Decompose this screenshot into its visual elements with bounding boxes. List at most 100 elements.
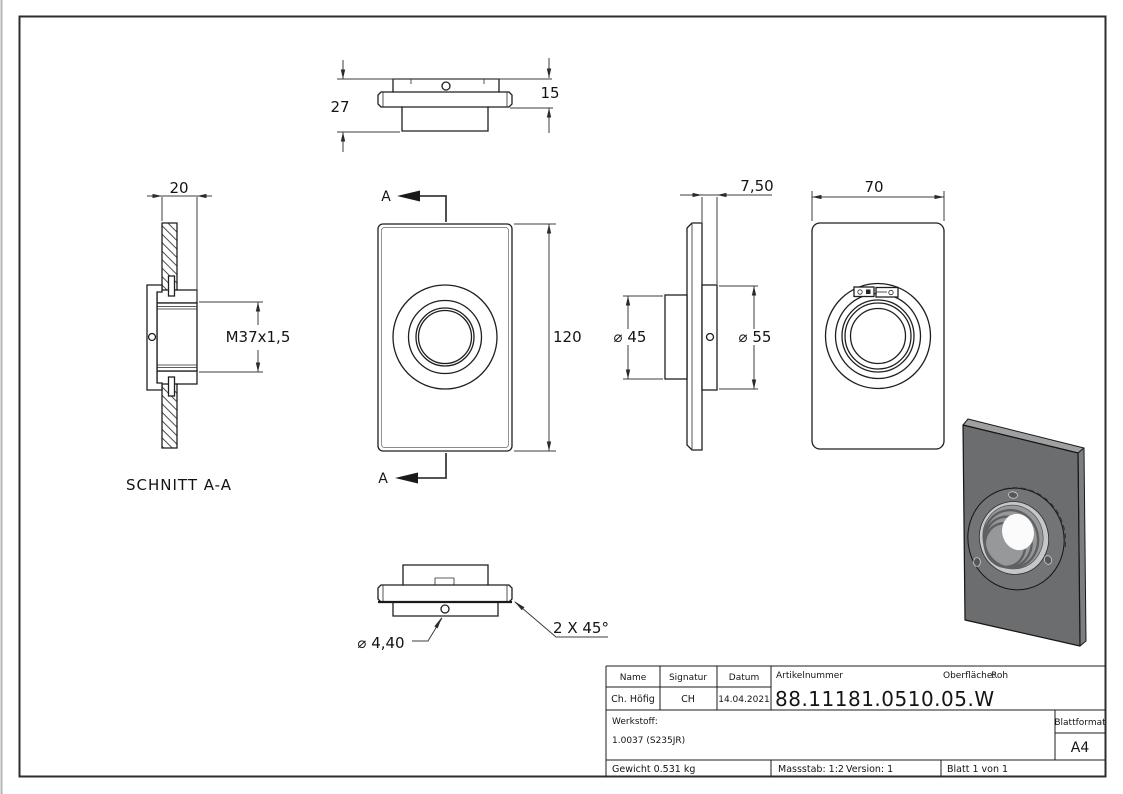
back-thread-minor-circle bbox=[844, 302, 912, 370]
tb-sheet: Blatt 1 von 1 bbox=[947, 764, 1008, 775]
boss-large-55 bbox=[701, 284, 718, 391]
iso-through-hole bbox=[1001, 513, 1035, 551]
back-view: 70 bbox=[811, 178, 945, 450]
tb-article-label: Artikelnummer bbox=[776, 671, 843, 681]
side-plate bbox=[686, 222, 703, 451]
bottom-view: ⌀ 4,40 2 X 45° bbox=[357, 564, 609, 652]
tb-material-label: Werkstoff: bbox=[612, 717, 658, 727]
section-view: 20 M37x1,5 SCHNITT A-A bbox=[126, 179, 290, 494]
iso-setscrew-hole-top bbox=[1008, 491, 1018, 499]
front-plate bbox=[377, 223, 513, 452]
iso-hidden-boss-arc bbox=[1003, 487, 1067, 550]
bottom-view-relief bbox=[434, 577, 455, 585]
clamp-screw bbox=[866, 289, 871, 294]
tb-surface-label: Oberfläche: bbox=[943, 671, 995, 681]
thread-bush-body bbox=[156, 302, 198, 372]
top-view-flange-chamfer-lines bbox=[382, 92, 508, 107]
clamp-detail bbox=[853, 286, 899, 298]
tb-format-value: A4 bbox=[1071, 740, 1090, 756]
side-view: 7,50 ⌀ 45 ⌀ 55 bbox=[614, 177, 774, 451]
thread-designation: M37x1,5 bbox=[226, 328, 291, 346]
tb-date-value: 14.04.2021 bbox=[718, 695, 770, 705]
clamp-bottom bbox=[156, 370, 198, 385]
bore-circle bbox=[417, 309, 473, 365]
tb-weight: Gewicht 0.531 kg bbox=[612, 764, 695, 775]
dim-plate-width: 70 bbox=[864, 178, 883, 196]
cover-plate bbox=[146, 284, 163, 391]
thread-major-circle bbox=[415, 307, 475, 367]
title-block-border bbox=[605, 665, 1105, 777]
dim-120-group: 120 bbox=[514, 223, 582, 452]
tb-date-label: Datum bbox=[729, 673, 759, 683]
dim-upper-height: 15 bbox=[540, 84, 559, 102]
dim-hole-diameter: ⌀ 4,40 bbox=[357, 634, 404, 652]
dim-total-height: 27 bbox=[330, 98, 349, 116]
top-view: 27 15 bbox=[330, 58, 560, 152]
dim-d55-group: ⌀ 55 bbox=[719, 285, 772, 390]
front-view: A A 120 bbox=[377, 189, 582, 487]
bottom-view-flange-chamfer-lines bbox=[382, 585, 508, 602]
dim-thread-group: M37x1,5 bbox=[199, 301, 291, 373]
dim-d45-group: ⌀ 45 bbox=[614, 295, 663, 380]
title-block: Name Signatur Datum Ch. Höfig CH 14.04.2… bbox=[605, 665, 1106, 777]
dim-plate-height: 120 bbox=[553, 328, 582, 346]
top-view-flange bbox=[377, 91, 513, 108]
cut-arrow-bottom: A bbox=[378, 453, 447, 487]
side-set-screw-hole bbox=[705, 332, 715, 342]
drawing-frame bbox=[18, 15, 1107, 778]
dim-diameter-55: ⌀ 55 bbox=[739, 328, 772, 346]
wall-top-outline bbox=[161, 222, 178, 291]
cut-arrow-top: A bbox=[381, 189, 447, 222]
iso-setscrew-hole-right bbox=[1043, 555, 1053, 565]
top-view-hole bbox=[441, 81, 451, 91]
bottom-view-flange bbox=[377, 584, 513, 603]
clamp-top bbox=[156, 289, 198, 304]
back-bore-circle bbox=[849, 307, 907, 365]
tb-material-value: 1.0037 (S235JR) bbox=[612, 736, 685, 746]
tb-name-label: Name bbox=[620, 673, 647, 683]
dim-chamfer-group: 2 X 45° bbox=[514, 601, 609, 638]
tb-scale: Massstab: 1:2 bbox=[778, 764, 844, 775]
back-thread-major-circle bbox=[841, 299, 915, 373]
tb-article-number: 88.11181.0510.05.W bbox=[775, 687, 995, 711]
dim-boss-thickness: 7,50 bbox=[740, 177, 773, 195]
boss-inner-circle bbox=[407, 299, 483, 375]
tb-surface-value: Roh bbox=[991, 671, 1008, 681]
cut-label-bottom: A bbox=[378, 471, 388, 487]
dim-chamfer-label: 2 X 45° bbox=[553, 619, 609, 637]
grub-screw-bottom bbox=[167, 376, 176, 397]
dim-70-group: 70 bbox=[811, 178, 945, 221]
iso-view bbox=[962, 418, 1087, 647]
grub-screw-top bbox=[167, 275, 176, 297]
bottom-view-lower-block bbox=[392, 601, 499, 617]
wall-hatch-bottom bbox=[162, 384, 177, 448]
top-view-lower-block bbox=[401, 106, 489, 132]
iso-setscrew-hole-left bbox=[973, 557, 981, 567]
tb-signature-label: Signatur bbox=[669, 673, 707, 683]
cover-plate-hole bbox=[147, 332, 157, 342]
dim-diameter-45: ⌀ 45 bbox=[614, 328, 647, 346]
front-plate-chamfer-line bbox=[381, 227, 509, 448]
cut-label-top: A bbox=[381, 189, 391, 205]
thread-lines bbox=[157, 306, 197, 368]
tb-format-label: Blattformat bbox=[1054, 718, 1106, 728]
section-caption: SCHNITT A-A bbox=[126, 476, 232, 494]
tb-name-value: Ch. Höfig bbox=[611, 694, 655, 705]
dim-wall-width: 20 bbox=[169, 179, 188, 197]
dim-27-group: 27 bbox=[330, 60, 552, 152]
dim-750-group: 7,50 bbox=[680, 177, 774, 284]
tb-signature-value: CH bbox=[681, 694, 695, 705]
wall-hatch-top bbox=[162, 223, 177, 290]
dim-hole-group: ⌀ 4,40 bbox=[357, 617, 443, 652]
bottom-view-upper-block bbox=[402, 564, 489, 586]
back-boss-outer-circle bbox=[824, 282, 932, 390]
tb-version: Version: 1 bbox=[846, 764, 893, 775]
wall-bottom-outline bbox=[161, 383, 178, 449]
back-plate bbox=[811, 222, 945, 450]
boss-outer-circle bbox=[392, 284, 498, 390]
bottom-view-hole bbox=[440, 604, 450, 614]
top-view-chamfer-ticks bbox=[410, 79, 485, 84]
dim-20-group: 20 bbox=[147, 179, 212, 301]
boss-small-45 bbox=[664, 294, 688, 380]
